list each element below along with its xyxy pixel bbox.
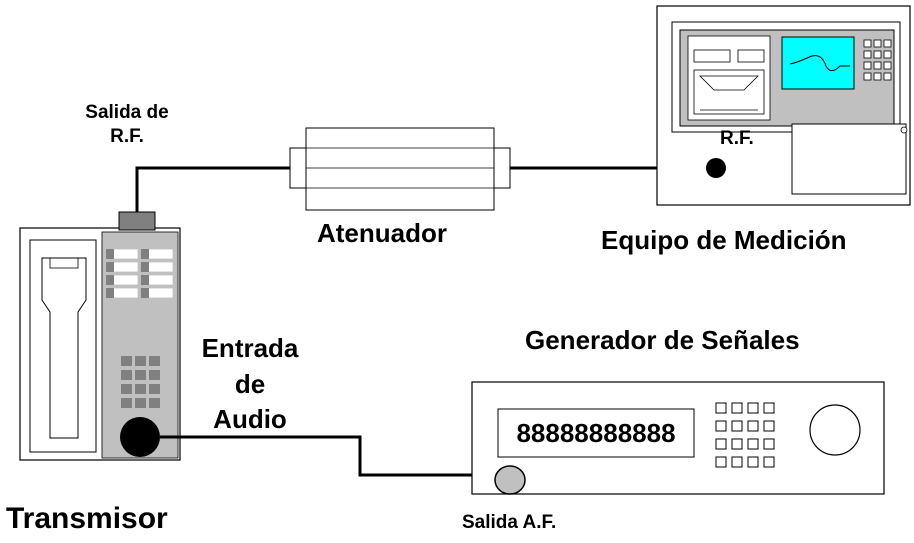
transmitter-device [19,211,181,461]
generator-display-value: 88888888888 [516,418,676,448]
audio-input-label-line1: Entrada [201,333,299,363]
measurement-equipment-device [656,5,911,206]
attenuator-left-connector [289,147,307,189]
attenuator-right-connector [493,147,511,189]
rf-input-jack [706,158,726,178]
transmitter-handset [29,239,97,453]
signal-generator-device [471,381,885,495]
attenuator-device [289,127,511,211]
audio-input-label-line3: Audio [213,404,287,434]
rf-output-label: Salida de R.F. [85,102,169,147]
audio-cable [160,435,508,477]
af-output-label: Salida A.F. [462,512,557,533]
generator-keypad [715,402,775,468]
transmitter-keys-upper [105,248,174,299]
transmitter-label: Transmisor [6,502,168,535]
attenuator-label: Atenuador [317,218,447,248]
signal-generator-label: Generador de Señales [525,325,800,355]
equipment-keypad [863,39,892,81]
generator-knob [809,404,861,456]
audio-input-label-line2: de [234,369,266,399]
generator-display-frame [497,408,695,458]
rf-input-label: R.F. [720,128,754,149]
transmitter-keypad [121,356,160,408]
rf-output-connector [118,211,156,231]
audio-input-jack [120,417,160,457]
rf-cable-transmitter [135,166,290,212]
measurement-equipment-label: Equipo de Medición [601,225,847,255]
af-output-jack [494,465,526,495]
